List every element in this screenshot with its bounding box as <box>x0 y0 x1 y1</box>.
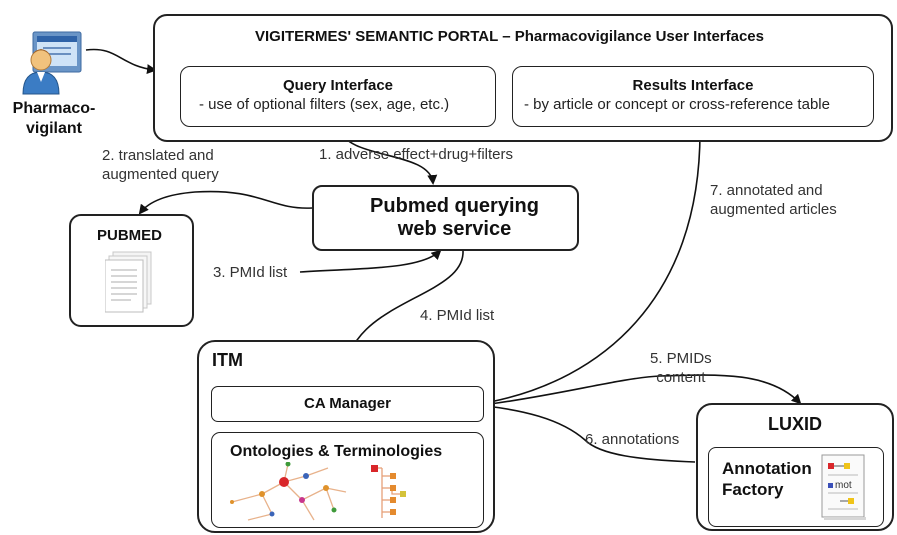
results-interface-title: Results Interface <box>632 77 754 94</box>
ontologies-terminologies <box>211 432 484 528</box>
flow-step7-line1: 7. annotated and <box>710 182 823 199</box>
user-label-line2: vigilant <box>25 120 82 137</box>
query-interface[interactable] <box>180 66 496 127</box>
terminology-tree-icon <box>370 460 420 524</box>
results-interface-desc: - by article or concept or cross-referen… <box>524 96 830 113</box>
flow-step5-line2: content <box>656 369 706 386</box>
ca-manager-label: CA Manager <box>304 395 391 412</box>
ontology-graph-icon <box>222 461 352 524</box>
query-interface-desc: - use of optional filters (sex, age, etc… <box>199 96 450 113</box>
annotation-factory-line1: Annotation <box>722 459 812 478</box>
pubmed-service-line2: web service <box>397 218 512 240</box>
annotation-factory-line2: Factory <box>722 480 784 499</box>
user-label: Pharmaco- vigilant <box>8 99 100 139</box>
pubmed-service-line1: Pubmed querying <box>370 195 539 217</box>
annotated-document-text: mot <box>835 480 852 491</box>
luxid-title: LUXID <box>768 414 822 434</box>
flow-step7-label: 7. annotated and augmented articles <box>710 181 837 219</box>
arrow-user-to-portal <box>85 48 157 75</box>
flow-step5-line1: 5. PMIDs <box>650 350 712 367</box>
flow-step6-label: 6. annotations <box>585 431 680 448</box>
annotated-document-icon: mot <box>820 453 868 521</box>
flow-step2-label: 2. translated and augmented query <box>102 146 219 184</box>
results-interface[interactable] <box>512 66 874 127</box>
arrow-step2 <box>138 190 313 215</box>
portal-title: VIGITERMES' SEMANTIC PORTAL – Pharmacovi… <box>255 28 764 45</box>
flow-step1-label: 1. adverse effect+drug+filters <box>319 146 514 163</box>
annotation-factory-label: Annotation Factory <box>722 458 812 500</box>
flow-step5-label: 5. PMIDs content <box>650 349 712 387</box>
query-interface-title: Query Interface <box>282 77 394 94</box>
document-stack-icon <box>104 250 155 314</box>
user-label-line1: Pharmaco- <box>12 100 96 117</box>
itm-title: ITM <box>212 350 243 370</box>
flow-step2-line2: augmented query <box>102 166 219 183</box>
pubmed-title: PUBMED <box>97 227 163 244</box>
pubmed-service-label: Pubmed querying web service <box>312 195 597 241</box>
pubmed-querying-web-service <box>312 185 579 251</box>
flow-step3-label: 3. PMId list <box>213 264 288 281</box>
arrow-step5 <box>482 374 802 406</box>
user-monitor-icon <box>19 30 85 96</box>
flow-step4-label: 4. PMId list <box>420 307 495 324</box>
arrow-step3 <box>299 249 442 273</box>
flow-step2-line1: 2. translated and <box>102 147 214 164</box>
flow-step7-line2: augmented articles <box>710 201 837 218</box>
ca-manager <box>211 386 484 422</box>
ontologies-label: Ontologies & Terminologies <box>230 443 443 460</box>
